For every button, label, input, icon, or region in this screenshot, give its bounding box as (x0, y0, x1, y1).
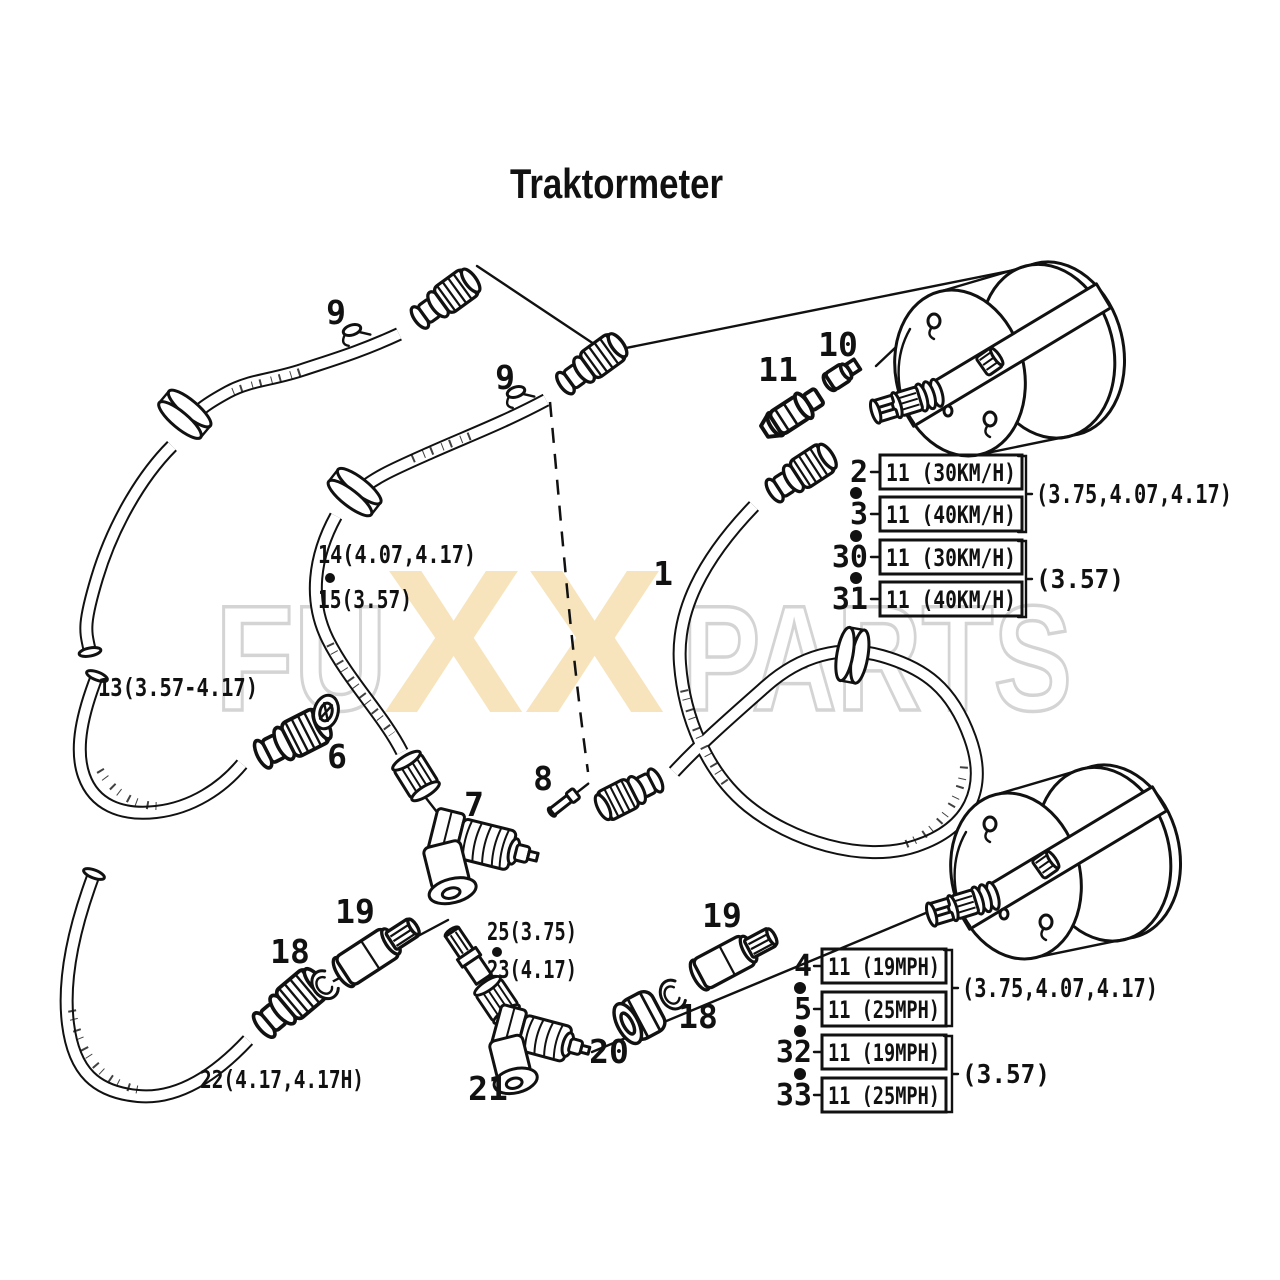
watermark-middle: XX (383, 527, 665, 756)
label-21: 21 (468, 1069, 508, 1108)
callout-bottom-bullet-0 (794, 982, 806, 994)
label-19-left: 19 (335, 892, 375, 931)
cable-assembly-top (76, 262, 487, 660)
cable-13 (72, 666, 338, 820)
callout-top-box-2 (878, 538, 1024, 576)
angle-drive-21 (443, 925, 592, 1096)
callout-bottom-label-1: 11 (25MPH) (828, 996, 940, 1024)
flange-top-cable (152, 383, 217, 445)
cable-1 (589, 438, 984, 860)
bullet-14-15 (325, 573, 335, 583)
callout-top-label-3: 11 (40KM/H) (886, 586, 1016, 614)
label-11: 11 (758, 350, 798, 389)
pin-8 (546, 782, 590, 818)
callout-top-box-0 (878, 453, 1024, 491)
angle-drive-7 (422, 807, 540, 906)
cable-assembly-middle (308, 327, 634, 756)
label-23: 23(4.17) (487, 955, 577, 984)
page-title: Traktormeter (510, 160, 723, 207)
callout-bottom-box-1 (820, 990, 948, 1028)
callout-top-num-1: 3 (850, 497, 868, 532)
label-8: 8 (533, 759, 553, 798)
callout-bottom-box-0 (820, 947, 948, 985)
callout-bottom-label-3: 11 (25MPH) (828, 1082, 940, 1110)
callout-bottom-box-2 (820, 1033, 948, 1071)
callout-bottom-label-0: 11 (19MPH) (828, 953, 940, 981)
gauge-top (868, 247, 1143, 473)
label-13: 13(3.57-4.17) (98, 673, 258, 702)
callout-top-box-3 (878, 580, 1024, 618)
dashed-leader (548, 401, 590, 773)
callout-bottom-label-2: 11 (19MPH) (828, 1039, 940, 1067)
label-20: 20 (589, 1032, 629, 1071)
callout-top-bracket-2 (1016, 539, 1034, 619)
callout-top-label-0: 11 (30KM/H) (886, 459, 1016, 487)
callout-top-bullet-0 (850, 487, 862, 499)
cable-1-top-connector (759, 438, 843, 509)
callout-top-bullet-1 (850, 530, 862, 542)
top-cable-connector (404, 262, 487, 336)
label-18-right: 18 (678, 997, 718, 1036)
cable-22 (59, 864, 335, 1104)
callout-bottom-bracket-1 (942, 948, 960, 1028)
callout-top-bracket-1 (1016, 454, 1034, 534)
label-14: 14(4.07,4.17) (318, 540, 476, 569)
label-9-middle: 9 (495, 358, 515, 397)
callout-bottom-note-2: (3.57) (962, 1060, 1050, 1090)
callout-top-bullet-2 (850, 572, 862, 584)
callout-top-num-0: 2 (850, 455, 868, 490)
callout-top-note-2: (3.57) (1036, 565, 1124, 595)
watermark: FU XX PARTS (213, 527, 1074, 756)
middle-cable-connector (549, 327, 634, 401)
part-labels: 9 9 11 10 1 6 7 8 13(3.57-4.17) 14(4.07,… (98, 293, 858, 1108)
callout-top: 2 11 (30KM/H) 3 11 (40KM/H) 30 11 (30KM/… (832, 453, 1232, 619)
bullet-25-23 (492, 947, 502, 957)
callout-top-box-1 (878, 495, 1024, 533)
small-parts (304, 354, 865, 1096)
label-7: 7 (464, 785, 484, 824)
label-22: 22(4.17,4.17H) (200, 1065, 364, 1094)
ferrule-above-7 (388, 746, 444, 806)
callout-bottom-box-3 (820, 1076, 948, 1114)
gauge-bottom (924, 750, 1199, 976)
label-10: 10 (818, 325, 858, 364)
callout-bottom-bullet-1 (794, 1025, 806, 1037)
callout-bottom-num-2: 32 (776, 1035, 812, 1070)
label-9-top: 9 (326, 293, 346, 332)
top-cable-open-end (76, 644, 104, 660)
seal-ring-6 (312, 693, 340, 731)
label-15: 15(3.57) (318, 585, 412, 614)
callout-top-label-1: 11 (40KM/H) (886, 501, 1016, 529)
callout-top-note-1: (3.75,4.07,4.17) (1036, 480, 1232, 510)
callout-bottom-num-3: 33 (776, 1078, 812, 1113)
cable-1-left-connector (589, 762, 669, 826)
label-18-left: 18 (270, 932, 310, 971)
callout-bottom-note-1: (3.75,4.07,4.17) (962, 974, 1158, 1004)
callout-bottom-num-0: 4 (794, 949, 812, 984)
callout-top-label-2: 11 (30KM/H) (886, 544, 1016, 572)
label-6: 6 (327, 737, 347, 776)
bulb-socket-11 (754, 381, 829, 446)
callout-top-num-2: 30 (832, 540, 868, 575)
label-19-right: 19 (702, 896, 742, 935)
callout-bottom-bullet-2 (794, 1068, 806, 1080)
callout-top-num-3: 31 (832, 582, 868, 617)
label-1: 1 (653, 554, 673, 593)
callout-bottom-bracket-2 (942, 1034, 960, 1114)
callout-bottom-num-1: 5 (794, 992, 812, 1027)
label-25: 25(3.75) (487, 917, 577, 946)
callout-bottom: 4 11 (19MPH) 5 11 (25MPH) 32 11 (19MPH) … (776, 947, 1158, 1114)
